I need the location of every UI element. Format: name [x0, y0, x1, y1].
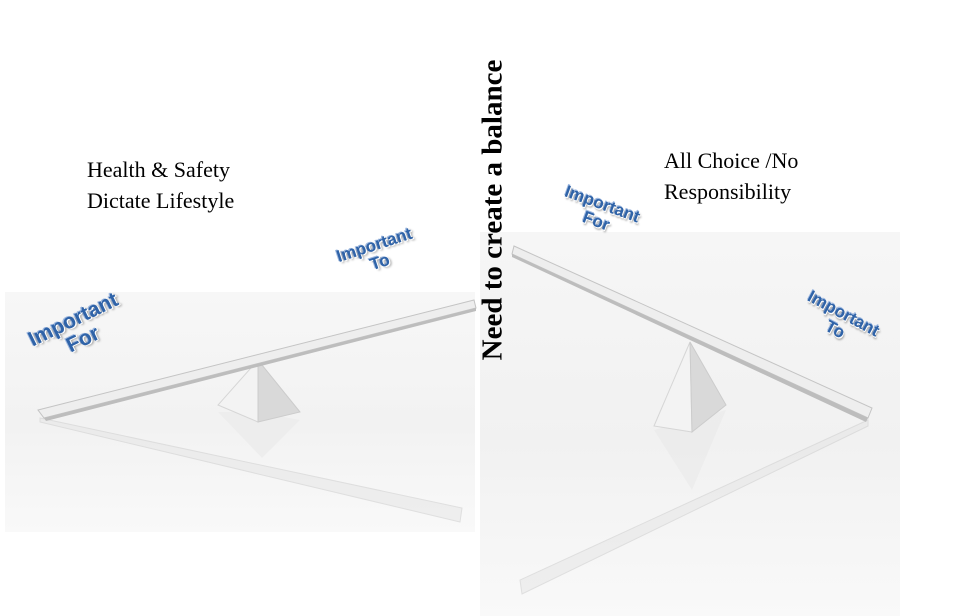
right-seesaw-reflection: [519, 410, 869, 595]
right-fulcrum: [653, 341, 727, 434]
left-panel-caption: Health & Safety Dictate Lifestyle: [87, 157, 235, 213]
left-fulcrum: [217, 358, 301, 423]
right-panel-caption: All Choice /No Responsibility: [664, 148, 799, 204]
left-seesaw-reflection: [39, 412, 463, 523]
right-plank: [511, 245, 873, 422]
center-caption-text: Need to create a balance: [476, 59, 509, 361]
left-plank: [37, 299, 477, 421]
